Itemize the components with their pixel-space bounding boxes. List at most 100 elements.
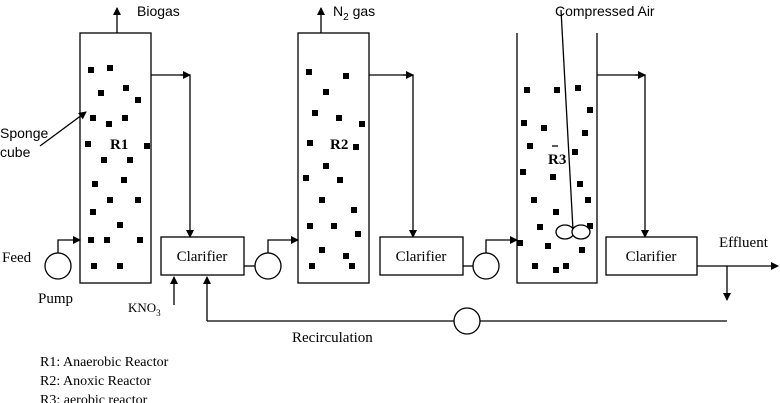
sponge-cube xyxy=(92,181,98,187)
sponge-cube xyxy=(91,263,97,269)
sponge-cube xyxy=(336,115,342,121)
sponge-cube xyxy=(553,209,559,215)
sponge-cube xyxy=(88,237,94,243)
sponge-cube xyxy=(312,110,318,116)
sponge-cube xyxy=(307,223,313,229)
sponge-cube xyxy=(541,125,547,131)
sponge-cube xyxy=(104,237,110,243)
sponge-cube xyxy=(135,97,141,103)
r2-to-clarifier-line xyxy=(369,74,417,238)
sponge-cube xyxy=(106,121,112,127)
sponge-cube xyxy=(545,243,551,249)
pump-2-icon xyxy=(254,252,282,280)
clarifier-2-label: Clarifier xyxy=(396,249,447,265)
sponge-cube xyxy=(572,149,578,155)
sponge-cube xyxy=(331,223,337,229)
sponge-cube xyxy=(85,141,91,147)
pump2-to-r2-line xyxy=(267,236,299,253)
biogas-label: Biogas xyxy=(137,3,180,19)
sponge-cube xyxy=(517,240,523,246)
sponge-cube xyxy=(521,120,527,126)
sponge-cube xyxy=(307,140,313,146)
compressed-air-pipe xyxy=(560,9,574,231)
sponge-cube xyxy=(90,209,96,215)
sponge-cubes-r1 xyxy=(85,65,150,269)
sponge-cube xyxy=(137,237,143,243)
clarifier-3-label: Clarifier xyxy=(626,249,677,265)
effluent-label: Effluent xyxy=(719,235,769,251)
recirculation-pump-icon xyxy=(453,307,481,335)
compressed-air-label: Compressed Air xyxy=(555,3,655,19)
sponge-cube xyxy=(319,247,325,253)
air-diffuser-icon xyxy=(555,224,591,240)
legend-r1: R1: Anaerobic Reactor xyxy=(40,355,169,370)
recirculation-label: Recirculation xyxy=(292,330,373,346)
cube-label: cube xyxy=(0,144,31,160)
sponge-cube xyxy=(537,224,543,230)
sponge-cube xyxy=(527,143,533,149)
sponge-cube xyxy=(121,177,127,183)
sponge-cube xyxy=(123,85,129,91)
legend-r2: R2: Anoxic Reactor xyxy=(40,374,152,389)
sponge-cube xyxy=(117,263,123,269)
sponge-cube xyxy=(88,67,94,73)
sponge-cube xyxy=(575,85,581,91)
sponge-cube xyxy=(98,90,104,96)
r3-to-clarifier-line xyxy=(597,74,649,238)
sponge-cube xyxy=(531,197,537,203)
reactor-r2-label: R2 xyxy=(330,137,348,153)
clarifier-1-label: Clarifier xyxy=(177,249,228,265)
sponge-cube xyxy=(359,121,365,127)
sponge-cube xyxy=(303,175,309,181)
sponge-cube xyxy=(520,169,526,175)
sponge-cube xyxy=(306,69,312,75)
sponge-cube xyxy=(532,263,538,269)
sponge-cube xyxy=(553,267,559,273)
sponge-cube xyxy=(563,263,569,269)
sponge-cube xyxy=(101,157,107,163)
clarifier-1 xyxy=(160,236,245,276)
reactor-r3 xyxy=(516,33,598,284)
pump-3-icon xyxy=(472,252,500,280)
sponge-cubes-r3 xyxy=(517,85,593,273)
sponge-cube xyxy=(524,87,530,93)
sponge-label: Sponge xyxy=(0,125,48,141)
sponge-cube xyxy=(107,197,113,203)
sponge-cube xyxy=(343,73,349,79)
sponge-cube xyxy=(587,223,593,229)
sponge-cube xyxy=(90,115,96,121)
reactor-r1-label: R1 xyxy=(110,137,128,153)
n2-gas-label: N2 gas xyxy=(333,3,375,23)
kno3-label: KNO3 xyxy=(128,300,161,318)
sponge-cube xyxy=(144,143,150,149)
sponge-cube xyxy=(577,181,583,187)
sponge-cube xyxy=(355,231,361,237)
clarifier-2 xyxy=(379,236,464,276)
sponge-cube xyxy=(587,107,593,113)
sponge-cube xyxy=(127,157,133,163)
sponge-cube xyxy=(319,197,325,203)
reactor-r3-label: R3 xyxy=(548,152,566,168)
sponge-cube xyxy=(122,115,128,121)
pump-label: Pump xyxy=(38,291,73,307)
sponge-cube xyxy=(117,222,123,228)
feed-pump-icon xyxy=(44,252,72,280)
sponge-cube xyxy=(337,177,343,183)
sponge-cube xyxy=(353,144,359,150)
legend-r3: R3: aerobic reactor xyxy=(40,393,148,403)
sponge-cube xyxy=(107,65,113,71)
sponge-cube xyxy=(585,197,591,203)
sponge-cube xyxy=(343,253,349,259)
sponge-cube xyxy=(135,197,141,203)
sponge-cube xyxy=(351,207,357,213)
sponge-cube xyxy=(323,163,329,169)
clarifier-3 xyxy=(605,236,698,276)
sponge-cube xyxy=(349,263,355,269)
r1-to-clarifier-line xyxy=(151,74,194,238)
sponge-cube xyxy=(309,263,315,269)
sponge-cubes-r2 xyxy=(303,69,365,269)
sponge-cube xyxy=(579,247,585,253)
sponge-cube xyxy=(582,130,588,136)
sponge-pointer-arrow xyxy=(39,111,87,147)
